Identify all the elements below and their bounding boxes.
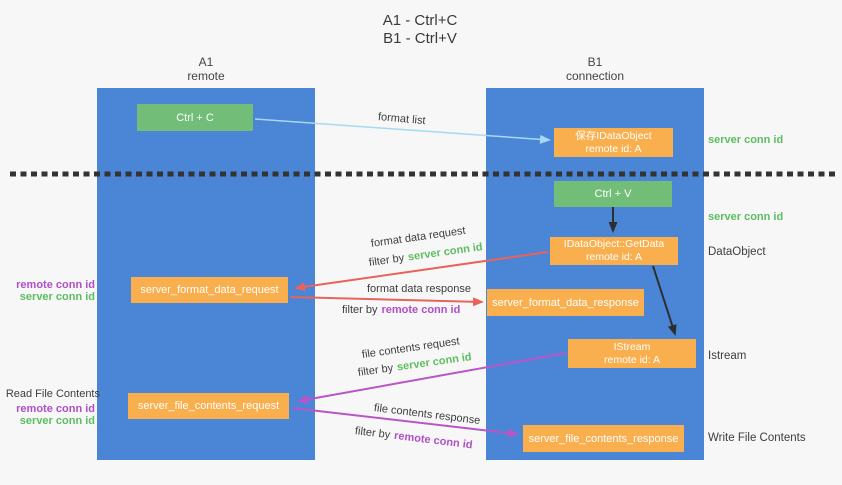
node-istream: IStream remote id: A	[568, 339, 696, 368]
server-conn-id-text: server conn id	[708, 211, 784, 223]
label-format-data-response-text: format data response	[367, 283, 471, 295]
node-ctrl-v-label: Ctrl + V	[594, 188, 632, 200]
label-format-data-response: format data response	[367, 283, 471, 295]
diagram-title: A1 - Ctrl+C B1 - Ctrl+V	[330, 12, 510, 48]
write-file-contents-text: Write File Contents	[708, 432, 806, 444]
node-format-response-label: server_format_data_response	[492, 296, 639, 309]
server-conn-id-label: server conn id	[19, 291, 95, 303]
node-getdata-line1: IDataObject::GetData	[563, 238, 665, 250]
node-server-file-contents-response: server_file_contents_response	[523, 425, 684, 452]
node-ctrl-c-label: Ctrl + C	[176, 111, 214, 124]
node-idataobject-getdata: IDataObject::GetData remote id: A	[550, 237, 678, 265]
lane-b1-name: B1	[587, 55, 603, 69]
lane-header-a1: A1 remote	[97, 55, 315, 83]
remote-conn-id-text: remote conn id	[381, 304, 461, 316]
node-server-file-contents-request: server_file_contents_request	[128, 393, 289, 419]
title-line-1: A1 - Ctrl+C	[382, 12, 458, 29]
node-save-idataobject: 保存IDataObject remote id: A	[554, 128, 673, 157]
write-file-contents-label: Write File Contents	[708, 432, 806, 444]
server-conn-id-text: server conn id	[708, 134, 784, 146]
arrow-format-data-response	[289, 296, 484, 307]
lane-a1-name: A1	[198, 55, 214, 69]
node-istream-line1: IStream	[613, 340, 651, 353]
node-ctrl-v: Ctrl + V	[554, 181, 672, 207]
node-istream-line2: remote id: A	[603, 353, 661, 366]
node-file-response-label: server_file_contents_response	[528, 432, 679, 445]
lane-header-b1: B1 connection	[486, 55, 704, 83]
read-file-contents-label: Read File Contents	[0, 388, 100, 400]
node-server-format-data-request: server_format_data_request	[131, 277, 288, 303]
filter-by-text: filter by	[342, 304, 378, 316]
arrow-file-contents-response	[291, 407, 519, 438]
remote-conn-id-label: remote conn id	[16, 279, 95, 291]
node-server-format-data-response: server_format_data_response	[487, 289, 644, 316]
title-line-2: B1 - Ctrl+V	[383, 30, 457, 47]
left-annotation-format-ids: remote conn id server conn id	[10, 279, 95, 303]
node-save-idataobject-line1: 保存IDataObject	[575, 129, 652, 142]
dataobject-text: DataObject	[708, 246, 766, 258]
lane-b1-role: connection	[565, 69, 625, 83]
right-server-conn-id-mid: server conn id	[708, 211, 783, 223]
right-server-conn-id-top: server conn id	[708, 134, 783, 146]
node-file-request-label: server_file_contents_request	[137, 400, 280, 412]
arrow-getdata-to-istream	[652, 265, 677, 336]
arrow-format-list	[254, 118, 551, 144]
left-annotation-file-ids: remote conn id server conn id	[10, 403, 95, 427]
arrow-format-data-request	[294, 251, 549, 292]
remote-conn-id-label: remote conn id	[16, 403, 95, 415]
node-save-idataobject-line2: remote id: A	[585, 142, 642, 155]
dataobject-label: DataObject	[708, 246, 766, 258]
read-file-contents-text: Read File Contents	[5, 388, 100, 400]
server-conn-id-label: server conn id	[19, 415, 95, 427]
istream-label: Istream	[708, 350, 746, 362]
node-ctrl-c: Ctrl + C	[137, 104, 253, 131]
node-getdata-line2: remote id: A	[585, 251, 643, 263]
lane-a1-role: remote	[187, 69, 225, 83]
node-format-request-label: server_format_data_request	[140, 284, 279, 296]
arrow-file-contents-request	[297, 352, 567, 404]
istream-text: Istream	[708, 350, 747, 362]
